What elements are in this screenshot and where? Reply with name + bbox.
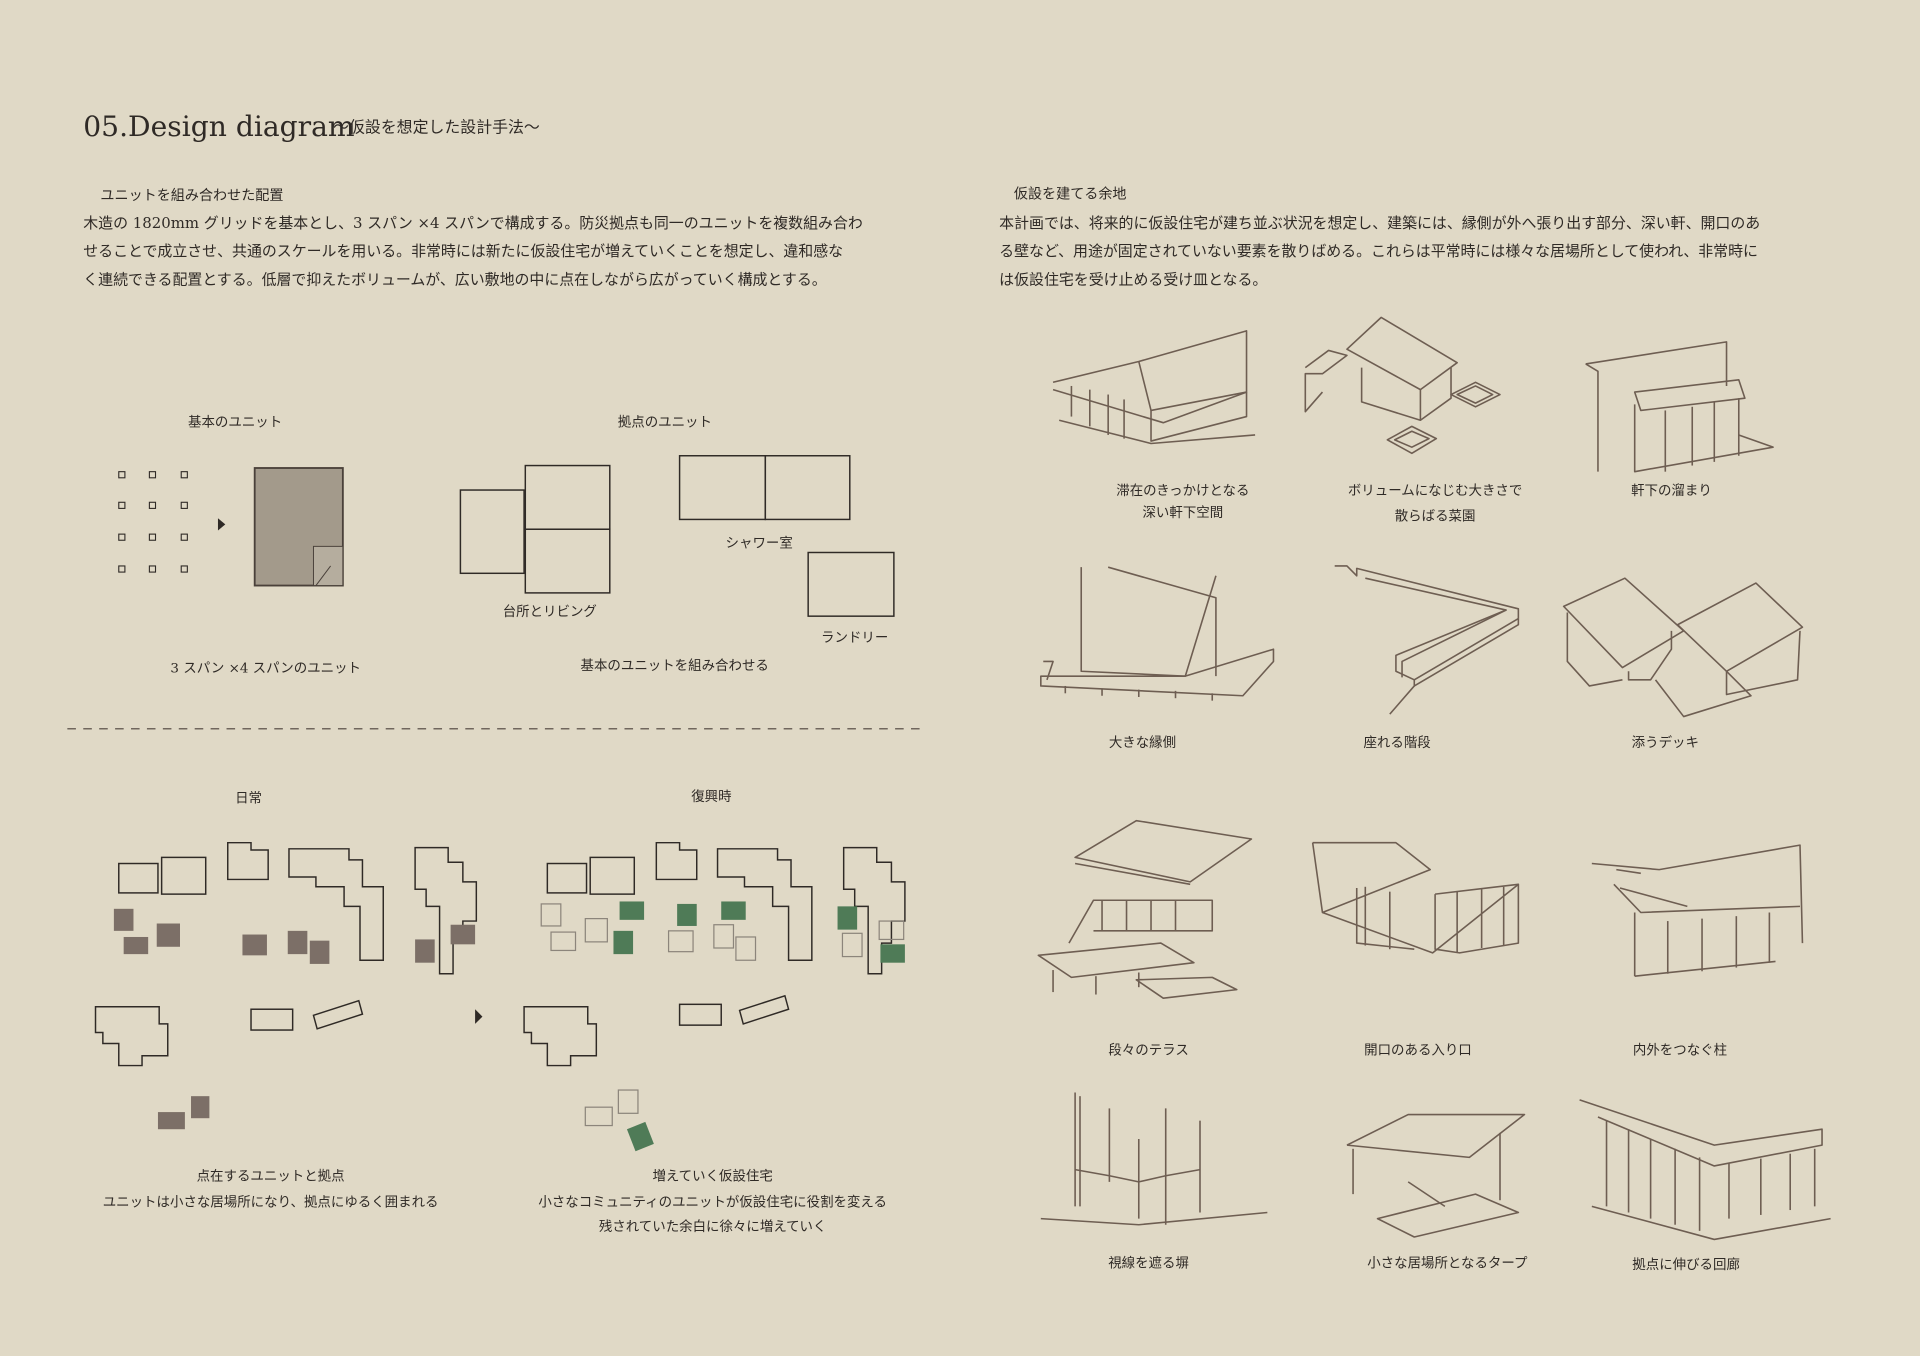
- sketch-caption: 拠点に伸びる回廊: [1632, 1256, 1740, 1273]
- room-label: 台所とリビング: [503, 604, 597, 620]
- sketch-large-engawa: [1040, 566, 1275, 701]
- base-unit-caption: 基本のユニットを組み合わせる: [581, 657, 769, 674]
- page-subtitle: ～仮設を想定した設計手法～: [333, 117, 540, 136]
- basic-unit-label: 基本のユニット: [188, 413, 282, 430]
- right-paragraph-line: は仮設住宅を受け止める受け皿となる。: [999, 270, 1267, 288]
- site-plan-recovery: 復興時 増えていく仮設住宅 小さなコミュニティのユニットが仮設住宅に役割を変える…: [523, 788, 906, 1235]
- sketch-caption: 視線を遮る塀: [1108, 1256, 1189, 1272]
- left-heading: ユニットを組み合わせた配置: [100, 188, 283, 204]
- sketch-corridor: [1579, 1099, 1831, 1241]
- recovery-label: 復興時: [691, 788, 731, 805]
- room-label: ランドリー: [821, 631, 888, 646]
- sketch-eaves-nook: [1585, 341, 1774, 473]
- sketch-attached-deck: [1562, 577, 1804, 718]
- sketch-stepped-terrace: [1037, 819, 1253, 1000]
- sketch-caption: 開口のある入り口: [1364, 1043, 1472, 1059]
- sketch-vegetable-garden: [1304, 316, 1501, 455]
- recovery-caption-text: 小さなコミュニティのユニットが仮設住宅に役割を変える: [538, 1193, 887, 1210]
- right-paragraph-line: 本計画では、将来的に仮設住宅が建ち並ぶ状況を想定し、建築には、縁側が外へ張り出す…: [999, 214, 1760, 232]
- sketch-tarp: [1346, 1113, 1526, 1238]
- grid-dots: [118, 471, 188, 573]
- arrow-icon: [475, 1009, 483, 1024]
- basic-unit-diagram: 基本のユニット 3 スパン ×4 スパンのユニット: [118, 413, 361, 676]
- left-paragraph-line: 木造の 1820mm グリッドを基本とし、3 スパン ×4 スパンで構成する。防…: [83, 214, 863, 232]
- left-paragraph-line: く連続できる配置とする。低層で抑えたボリュームが、広い敷地の中に点在しながら広が…: [83, 270, 826, 288]
- sketch-caption: 座れる階段: [1364, 735, 1431, 751]
- basic-unit-caption: 3 スパン ×4 スパンのユニット: [170, 660, 361, 676]
- room-label: シャワー室: [726, 535, 793, 552]
- basic-unit-plan: [253, 467, 344, 587]
- sketch-screen-wall: [1040, 1092, 1268, 1226]
- sketch-caption: 添うデッキ: [1632, 734, 1699, 751]
- base-unit-label: 拠点のユニット: [618, 414, 712, 430]
- base-unit-diagram: 拠点のユニット 台所とリビング シャワー室 ランドリー 基本のユニットを組み合わ…: [459, 414, 895, 674]
- daily-label: 日常: [235, 790, 262, 806]
- sketch-caption: 大きな縁側: [1109, 735, 1176, 751]
- sketch-entrance-opening: [1311, 841, 1520, 954]
- sketch-caption: 深い軒下空間: [1142, 505, 1223, 521]
- daily-caption-text: ユニットは小さな居場所になり、拠点にゆるく囲まれる: [103, 1194, 439, 1210]
- sketch-caption: 散らばる菜園: [1395, 509, 1476, 525]
- site-plan-daily: 日常 点在するユニットと拠点 ユニットは小さな居場所になり、拠点にゆるく囲まれる: [94, 790, 478, 1210]
- daily-caption-title: 点在するユニットと拠点: [197, 1169, 345, 1185]
- sketch-caption: ボリュームになじむ大きさで: [1348, 483, 1523, 499]
- arrow-icon: [217, 518, 226, 531]
- recovery-caption-title: 増えていく仮設住宅: [652, 1169, 772, 1185]
- sketch-caption: 小さな居場所となるタープ: [1367, 1256, 1528, 1272]
- sketch-sitting-steps: [1334, 565, 1520, 715]
- sketch-connecting-columns: [1591, 844, 1804, 977]
- sketch-caption: 段々のテラス: [1108, 1043, 1188, 1059]
- sketch-caption: 内外をつなぐ柱: [1633, 1043, 1727, 1059]
- right-heading: 仮設を建てる余地: [1014, 186, 1127, 203]
- sketch-deep-eaves: [1052, 330, 1256, 445]
- page-title: 05.Design diagram: [83, 110, 354, 143]
- sketch-caption: 軒下の溜まり: [1631, 483, 1712, 499]
- right-paragraph-line: る壁など、用途が固定されていない要素を散りばめる。これらは平常時には様々な居場所…: [999, 242, 1758, 260]
- recovery-caption-text: 残されていた余白に徐々に増えていく: [599, 1218, 827, 1235]
- sketch-caption: 滞在のきっかけとなる: [1116, 483, 1249, 499]
- left-paragraph-line: せることで成立させ、共通のスケールを用いる。非常時には新たに仮設住宅が増えていく…: [83, 242, 843, 260]
